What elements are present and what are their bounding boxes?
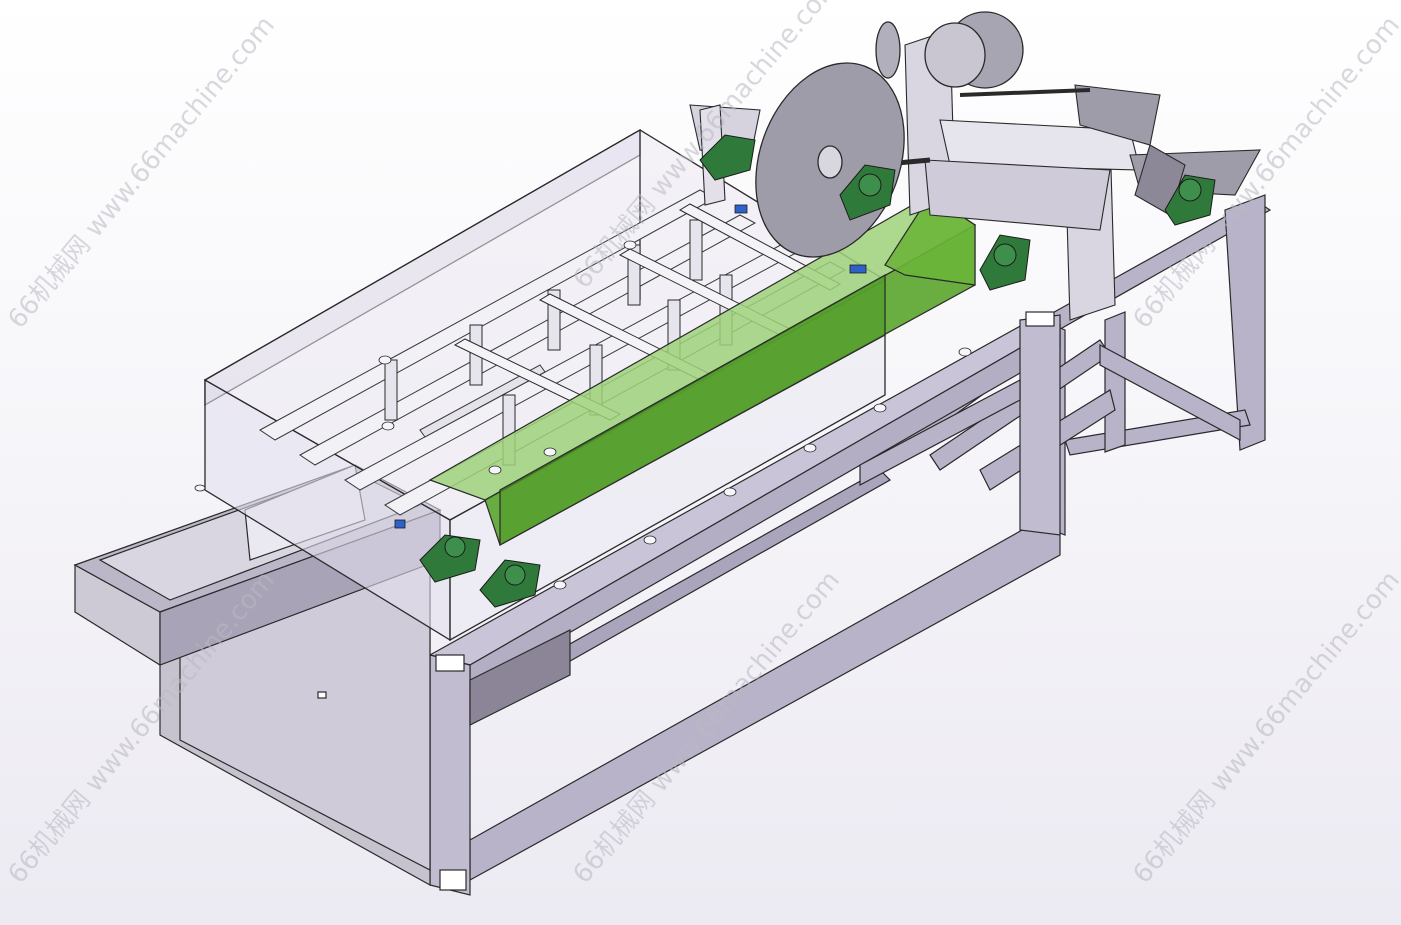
cabinet-latch xyxy=(317,691,327,699)
pillow-block-bearing-icon xyxy=(419,134,1216,608)
rear-mechanism xyxy=(689,29,1261,321)
leg-tube-end xyxy=(435,654,465,672)
bolt-head-icon xyxy=(194,240,972,590)
mid-leg xyxy=(1019,314,1061,536)
leg-tube-end-bottom xyxy=(439,869,467,891)
mid-leg-tube-end xyxy=(1025,311,1055,327)
green-belt xyxy=(428,194,977,547)
blue-markers xyxy=(394,204,867,529)
front-left-leg xyxy=(429,654,471,896)
main-frame xyxy=(428,311,1062,896)
